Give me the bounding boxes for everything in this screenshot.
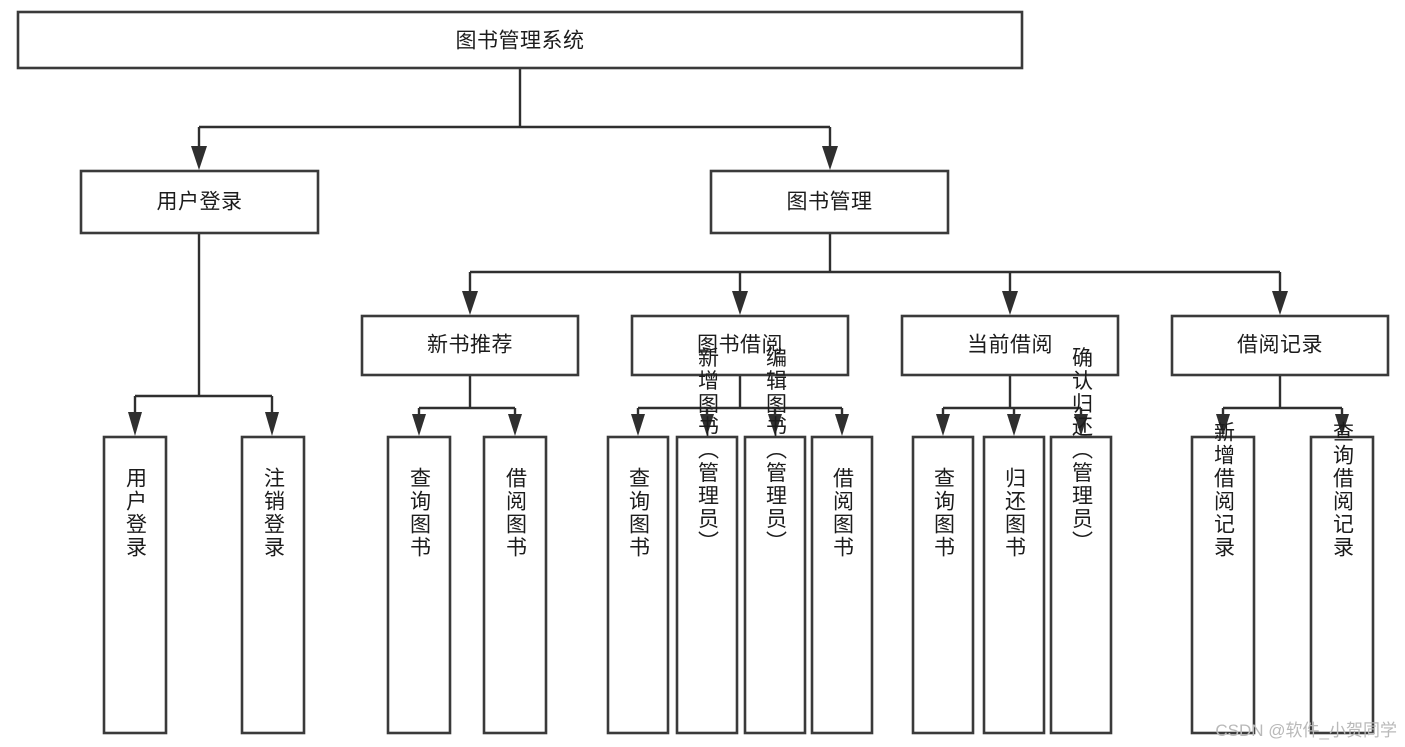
node-book-borrow-box[interactable] (630, 314, 850, 377)
leaf-user-logout-box[interactable] (240, 435, 306, 735)
leaf-return-book-box[interactable] (982, 435, 1046, 735)
leaf-add-record-box[interactable] (1190, 435, 1256, 735)
arrow-head-icon (700, 414, 714, 436)
leaf-borrow-book-b-box[interactable] (810, 435, 874, 735)
leaf-confirm-return-label: 确认归还（管理员） (1070, 347, 1094, 554)
node-current-borrow[interactable]: 当前借阅 (900, 314, 1120, 377)
arrow-head-icon (128, 412, 142, 436)
leaf-query-record-label: 查询借阅记录 (1331, 421, 1355, 559)
leaf-user-login-box[interactable] (102, 435, 168, 735)
leaf-node-borrow-book-rec[interactable]: 借阅图书 (482, 435, 548, 735)
node-current-borrow-label: 当前借阅 (967, 334, 1053, 357)
leaf-node-add-record[interactable]: 新增借阅记录 (1190, 421, 1256, 735)
watermark: CSDN @软件_小贺同学 (1215, 721, 1397, 740)
node-root[interactable]: 图书管理系统 (16, 10, 1024, 70)
arrow-head-icon (1335, 414, 1349, 436)
node-new-book-rec[interactable]: 新书推荐 (360, 314, 580, 377)
leaf-query-book-c-label: 查询图书 (932, 467, 956, 559)
node-book-manage-box[interactable] (709, 169, 950, 235)
leaf-node-edit-book[interactable]: 编辑图书（管理员） (743, 347, 807, 735)
arrow-head-icon (822, 146, 838, 170)
arrow-head-icon (1216, 414, 1230, 436)
arrow-head-icon (412, 414, 426, 436)
leaf-node-query-book-c[interactable]: 查询图书 (911, 435, 975, 735)
arrow-head-icon (768, 414, 782, 436)
arrow-head-icon (835, 414, 849, 436)
leaf-node-user-login[interactable]: 用户登录 (102, 435, 168, 735)
arrow-head-icon (1272, 291, 1288, 315)
leaf-borrow-book-rec-box[interactable] (482, 435, 548, 735)
leaf-user-login-label: 用户登录 (124, 467, 148, 559)
arrow-head-icon (265, 412, 279, 436)
node-user-login-label: 用户登录 (157, 191, 243, 214)
leaf-node-query-book-rec[interactable]: 查询图书 (386, 435, 452, 735)
node-new-book-rec-box[interactable] (360, 314, 580, 377)
leaf-node-return-book[interactable]: 归还图书 (982, 435, 1046, 735)
leaf-query-book-b-label: 查询图书 (627, 467, 651, 559)
leaf-node-user-logout[interactable]: 注销登录 (240, 435, 306, 735)
leaf-node-query-book-b[interactable]: 查询图书 (606, 435, 670, 735)
leaf-node-borrow-book-b[interactable]: 借阅图书 (810, 435, 874, 735)
node-book-borrow-label: 图书借阅 (697, 334, 783, 357)
leaf-confirm-return-box[interactable] (1049, 435, 1113, 735)
arrow-head-icon (936, 414, 950, 436)
arrow-head-icon (462, 291, 478, 315)
leaf-query-book-c-box[interactable] (911, 435, 975, 735)
connector-group-user-login-leaves (128, 233, 279, 436)
leaf-query-book-rec-box[interactable] (386, 435, 452, 735)
connector-group-book-borrow-leaves (631, 375, 849, 436)
connector-group-current-borrow-leaves (936, 375, 1088, 436)
leaf-borrow-book-b-label: 借阅图书 (831, 467, 855, 559)
arrow-head-icon (1002, 291, 1018, 315)
node-borrow-record[interactable]: 借阅记录 (1170, 314, 1390, 377)
connector-group-borrow-record-leaves (1216, 375, 1349, 436)
node-borrow-record-label: 借阅记录 (1237, 334, 1323, 357)
node-borrow-record-box[interactable] (1170, 314, 1390, 377)
node-root-label: 图书管理系统 (456, 30, 585, 53)
leaf-user-logout-label: 注销登录 (262, 467, 286, 559)
connector-group-book-manage (462, 233, 1288, 315)
leaf-add-book-box[interactable] (675, 435, 739, 735)
leaf-query-book-b-box[interactable] (606, 435, 670, 735)
leaf-node-query-record[interactable]: 查询借阅记录 (1309, 421, 1375, 735)
arrow-head-icon (191, 146, 207, 170)
connector-group-root (191, 68, 838, 170)
connector-group-new-book-rec-leaves (412, 375, 522, 436)
node-current-borrow-box[interactable] (900, 314, 1120, 377)
leaf-edit-book-box[interactable] (743, 435, 807, 735)
arrow-head-icon (508, 414, 522, 436)
arrow-head-icon (631, 414, 645, 436)
leaf-edit-book-label: 编辑图书（管理员） (764, 347, 788, 554)
node-book-borrow[interactable]: 图书借阅 (630, 314, 850, 377)
node-user-login-box[interactable] (79, 169, 320, 235)
leaf-return-book-label: 归还图书 (1003, 467, 1027, 559)
arrow-head-icon (732, 291, 748, 315)
leaf-add-record-label: 新增借阅记录 (1212, 421, 1236, 559)
leaf-borrow-book-rec-label: 借阅图书 (504, 467, 528, 559)
node-root-box[interactable] (16, 10, 1024, 70)
arrow-head-icon (1074, 414, 1088, 436)
leaf-node-add-book[interactable]: 新增图书（管理员） (675, 347, 739, 735)
node-user-login[interactable]: 用户登录 (79, 169, 320, 235)
leaf-node-confirm-return[interactable]: 确认归还（管理员） (1049, 347, 1113, 735)
node-book-manage-label: 图书管理 (787, 191, 873, 214)
node-book-manage[interactable]: 图书管理 (709, 169, 950, 235)
arrow-head-icon (1007, 414, 1021, 436)
leaf-query-book-rec-label: 查询图书 (408, 467, 432, 559)
node-new-book-rec-label: 新书推荐 (427, 334, 513, 357)
leaf-add-book-label: 新增图书（管理员） (696, 347, 720, 554)
leaf-query-record-box[interactable] (1309, 435, 1375, 735)
